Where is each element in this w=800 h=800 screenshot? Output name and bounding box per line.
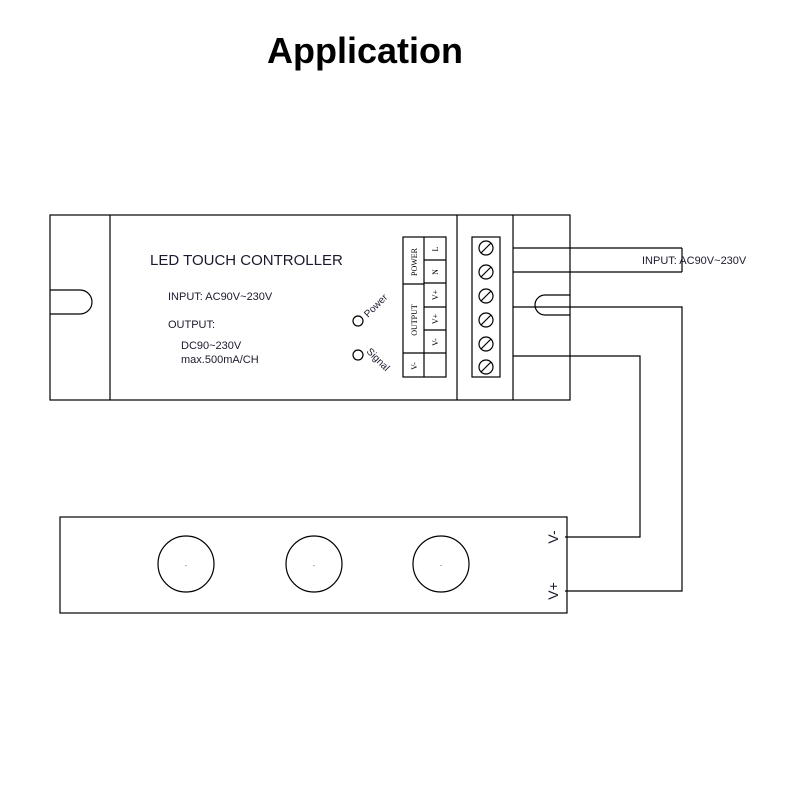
- screw-terminal-icon: [478, 312, 494, 328]
- controller-housing: [49, 214, 571, 401]
- panel-vminus-label: V-: [545, 530, 561, 544]
- terminal-label-table: POWER OUTPUT V- L N V+ V+ V-: [402, 236, 447, 378]
- screw-terminal-icon: [478, 264, 494, 280]
- controller-input-spec: INPUT: AC90V~230V: [168, 291, 273, 303]
- terminal-label-vplus-2: V+: [431, 313, 440, 324]
- page-title: Application: [267, 30, 463, 71]
- led-touch-panel: . . . V- V+: [59, 516, 568, 614]
- terminal-label-N: N: [431, 269, 440, 275]
- controller-output-label: OUTPUT:: [168, 319, 215, 331]
- output-wire-vminus: [513, 355, 641, 538]
- touch-button-2: [285, 535, 343, 593]
- left-mount-slot: [50, 289, 93, 315]
- signal-led-indicator: [352, 349, 364, 361]
- screw-terminal-icon: [478, 288, 494, 304]
- signal-led-label: Signal: [364, 346, 391, 373]
- terminal-label-L: L: [431, 246, 440, 251]
- controller-output-current: max.500mA/CH: [181, 354, 259, 366]
- terminal-label-vplus-1: V+: [431, 289, 440, 300]
- controller-output-voltage: DC90~230V: [181, 340, 242, 352]
- output-section-label: OUTPUT: [410, 304, 419, 336]
- panel-vplus-label: V+: [545, 582, 561, 600]
- power-section-label: POWER: [410, 247, 419, 276]
- screw-terminal-strip: [471, 236, 501, 378]
- touch-button-3-dot: .: [440, 559, 442, 568]
- touch-button-3: [412, 535, 470, 593]
- touch-button-1-dot: .: [185, 559, 187, 568]
- screw-terminal-icon: [478, 359, 494, 375]
- controller-outline: [49, 214, 571, 401]
- right-mount-slot: [534, 294, 570, 316]
- terminal-label-vminus-outer: V-: [410, 362, 419, 370]
- screw-terminal-icon: [478, 336, 494, 352]
- controller-name: LED TOUCH CONTROLLER: [150, 252, 343, 269]
- screw-terminals: [471, 236, 501, 378]
- terminal-label-vminus: V-: [431, 338, 440, 346]
- input-wire-label: INPUT: AC90V~230V: [642, 255, 747, 267]
- screw-terminal-icon: [478, 240, 494, 256]
- touch-button-1: [157, 535, 215, 593]
- power-led-indicator: [352, 315, 364, 327]
- touch-button-2-dot: .: [313, 559, 315, 568]
- power-led-label: Power: [362, 292, 390, 320]
- output-wire-vplus: [513, 306, 683, 592]
- led-panel-outline: [59, 516, 568, 614]
